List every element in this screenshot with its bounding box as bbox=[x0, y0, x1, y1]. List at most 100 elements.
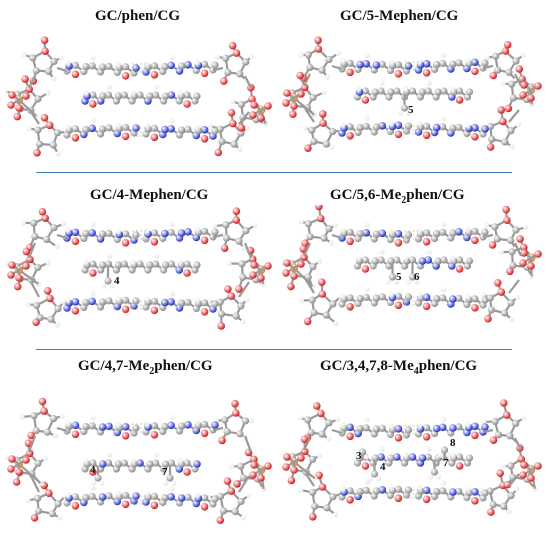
oxygen-atom bbox=[33, 149, 41, 157]
nitrogen-atom bbox=[71, 228, 80, 237]
hydrogen-atom bbox=[237, 146, 243, 152]
oxygen-atom bbox=[501, 47, 510, 55]
hydrogen-atom bbox=[240, 319, 246, 325]
oxygen-atom bbox=[25, 449, 34, 458]
oxygen-atom bbox=[15, 468, 23, 476]
oxygen-atom bbox=[71, 134, 80, 142]
carbon-atom bbox=[222, 221, 230, 229]
hydrogen-atom bbox=[115, 490, 121, 497]
carbon-atom bbox=[491, 417, 499, 426]
carbon-atom bbox=[361, 256, 369, 264]
carbon-atom bbox=[71, 61, 79, 69]
nitrogen-atom bbox=[377, 453, 385, 461]
atom-label-6: 6 bbox=[414, 271, 420, 283]
carbon-atom bbox=[329, 128, 337, 136]
carbon-atom bbox=[423, 424, 431, 432]
oxygen-atom bbox=[502, 411, 511, 419]
oxygen-atom bbox=[503, 480, 512, 489]
oxygen-atom bbox=[422, 69, 431, 77]
hydrogen-atom bbox=[194, 492, 200, 499]
bond bbox=[30, 475, 40, 493]
hydrogen-atom bbox=[523, 224, 529, 230]
carbon-atom bbox=[122, 230, 130, 238]
carbon-atom bbox=[449, 229, 457, 237]
bond bbox=[303, 73, 311, 87]
bond bbox=[243, 242, 253, 259]
carbon-atom bbox=[378, 293, 386, 301]
oxygen-atom bbox=[264, 262, 272, 270]
carbon-atom bbox=[122, 123, 130, 131]
oxygen-atom bbox=[422, 131, 431, 140]
bond bbox=[508, 109, 520, 123]
nitrogen-atom bbox=[408, 453, 417, 461]
hydrogen-atom bbox=[169, 291, 175, 297]
oxygen-atom bbox=[496, 469, 504, 477]
carbon-atom bbox=[307, 429, 315, 437]
oxygen-atom bbox=[309, 513, 317, 521]
oxygen-atom bbox=[301, 239, 309, 247]
carbon-atom bbox=[481, 489, 489, 497]
carbon-atom bbox=[239, 273, 247, 281]
oxygen-atom bbox=[89, 269, 97, 277]
oxygen-atom bbox=[314, 45, 323, 53]
oxygen-atom bbox=[22, 456, 30, 464]
hydrogen-atom bbox=[109, 283, 115, 289]
carbon-atom bbox=[146, 92, 154, 100]
oxygen-atom bbox=[318, 483, 327, 491]
oxygen-atom bbox=[516, 235, 524, 243]
carbon-atom bbox=[346, 294, 354, 302]
hydrogen-atom bbox=[83, 90, 89, 96]
carbon-atom bbox=[235, 237, 243, 245]
carbon-atom bbox=[152, 91, 160, 99]
carbon-atom bbox=[161, 493, 169, 502]
nitrogen-atom bbox=[184, 421, 192, 429]
carbon-atom bbox=[455, 423, 463, 431]
bond bbox=[238, 281, 250, 298]
carbon-atom bbox=[439, 59, 447, 67]
oxygen-atom bbox=[27, 431, 35, 440]
nitrogen-atom bbox=[211, 421, 219, 429]
hydrogen-atom bbox=[441, 116, 447, 122]
carbon-atom bbox=[162, 92, 170, 100]
hydrogen-atom bbox=[65, 492, 71, 498]
carbon-atom bbox=[439, 123, 447, 131]
oxygen-atom bbox=[7, 101, 15, 109]
carbon-atom bbox=[177, 422, 186, 430]
carbon-atom bbox=[88, 62, 96, 70]
carbon-atom bbox=[114, 460, 122, 468]
hydrogen-atom bbox=[21, 52, 27, 58]
bond bbox=[293, 461, 316, 480]
carbon-atom bbox=[393, 87, 401, 95]
hydrogen-atom bbox=[59, 413, 65, 419]
panel-title-3: GC/4-Mephen/CG bbox=[90, 187, 209, 203]
nitrogen-atom bbox=[136, 459, 144, 467]
oxygen-atom bbox=[71, 502, 80, 510]
carbon-atom bbox=[237, 462, 245, 470]
carbon-atom bbox=[489, 501, 497, 509]
hydrogen-atom bbox=[90, 117, 96, 123]
molecule-gc-47-me2phen-cg bbox=[5, 397, 272, 524]
oxygen-atom bbox=[8, 455, 16, 463]
oxygen-atom bbox=[283, 453, 291, 461]
carbon-atom bbox=[105, 492, 113, 500]
atom-label-7: 7 bbox=[443, 457, 449, 469]
oxygen-atom bbox=[200, 236, 209, 245]
carbon-atom bbox=[322, 311, 330, 319]
oxygen-atom bbox=[422, 495, 431, 504]
hydrogen-atom bbox=[388, 291, 394, 298]
panel-title-2: GC/5-Mephen/CG bbox=[340, 8, 459, 24]
oxygen-atom bbox=[361, 96, 370, 104]
hydrogen-atom bbox=[403, 255, 409, 261]
molecule-gc-3478-me4phen-cg bbox=[282, 399, 542, 521]
oxygen-atom bbox=[250, 261, 258, 269]
carbon-atom bbox=[239, 474, 247, 482]
oxygen-atom bbox=[71, 70, 80, 79]
carbon-atom bbox=[440, 446, 449, 454]
hydrogen-atom bbox=[335, 50, 341, 57]
carbon-atom bbox=[387, 454, 395, 462]
hydrogen-atom bbox=[144, 296, 150, 302]
hydrogen-atom bbox=[144, 61, 150, 67]
carbon-atom bbox=[356, 487, 364, 496]
bond bbox=[212, 426, 224, 432]
hydrogen-atom bbox=[5, 88, 8, 94]
